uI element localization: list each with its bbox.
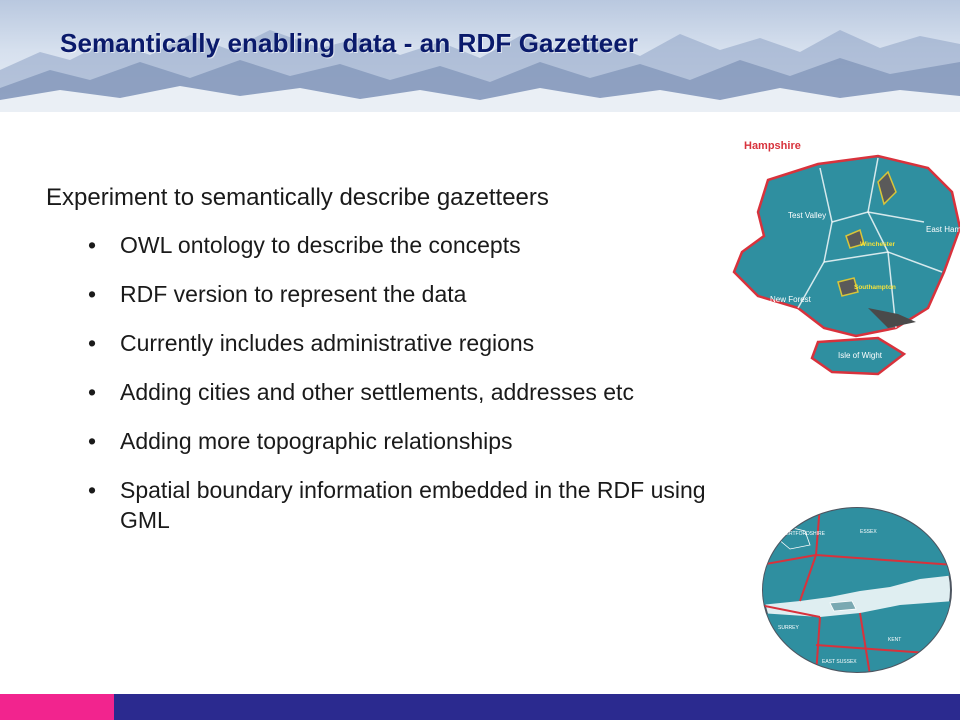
label-essex: ESSEX (860, 529, 877, 535)
bullet-icon: • (88, 428, 97, 454)
label-southampton: Southampton (854, 284, 896, 291)
bullet-text: Spatial boundary information embedded in… (120, 477, 706, 533)
label-surrey: SURREY (778, 625, 800, 631)
label-east-hants: East Ham (926, 225, 960, 234)
bullet-icon: • (88, 232, 97, 258)
label-new-forest: New Forest (770, 295, 812, 304)
label-kent: KENT (888, 637, 901, 643)
bullet-item: • RDF version to represent the data (88, 279, 728, 309)
bullet-text: Adding more topographic relationships (120, 428, 513, 454)
bullet-icon: • (88, 281, 97, 307)
label-winchester: Winchester (860, 241, 895, 248)
essex-map: HERTFORDSHIRE ESSEX SURREY KENT EAST SUS… (762, 507, 952, 673)
bullet-item: • Currently includes administrative regio… (88, 328, 728, 358)
bullet-item: • OWL ontology to describe the concepts (88, 230, 728, 260)
bullet-item: • Spatial boundary information embedded i… (88, 475, 728, 535)
hampshire-map: Hampshire Test Valley East Ham Wincheste… (732, 140, 960, 376)
bullet-text: Adding cities and other settlements, add… (120, 379, 634, 405)
bullet-icon: • (88, 379, 97, 405)
lead-text: Experiment to semantically describe gaze… (46, 184, 549, 211)
hampshire-map-heading: Hampshire (744, 140, 801, 152)
label-east-sussex: EAST SUSSEX (822, 659, 857, 665)
slide-title: Semantically enabling data - an RDF Gaze… (60, 28, 639, 58)
bullet-item: • Adding more topographic relationships (88, 426, 728, 456)
bullet-list: • OWL ontology to describe the concepts •… (88, 230, 728, 554)
bullet-icon: • (88, 477, 97, 503)
bullet-item: • Adding cities and other settlements, ad… (88, 377, 728, 407)
header-banner: Semantically enabling data - an RDF Gaze… (0, 0, 960, 112)
footer-bar (114, 694, 960, 720)
mountain-image (0, 30, 960, 112)
label-test-valley: Test Valley (788, 211, 826, 220)
footer-accent-bar (0, 694, 114, 720)
bullet-text: OWL ontology to describe the concepts (120, 232, 521, 258)
bullet-text: Currently includes administrative region… (120, 330, 535, 356)
label-hertfordshire: HERTFORDSHIRE (782, 531, 826, 537)
bullet-text: RDF version to represent the data (120, 281, 467, 307)
bullet-icon: • (88, 330, 97, 356)
label-isle-of-wight: Isle of Wight (838, 351, 883, 360)
